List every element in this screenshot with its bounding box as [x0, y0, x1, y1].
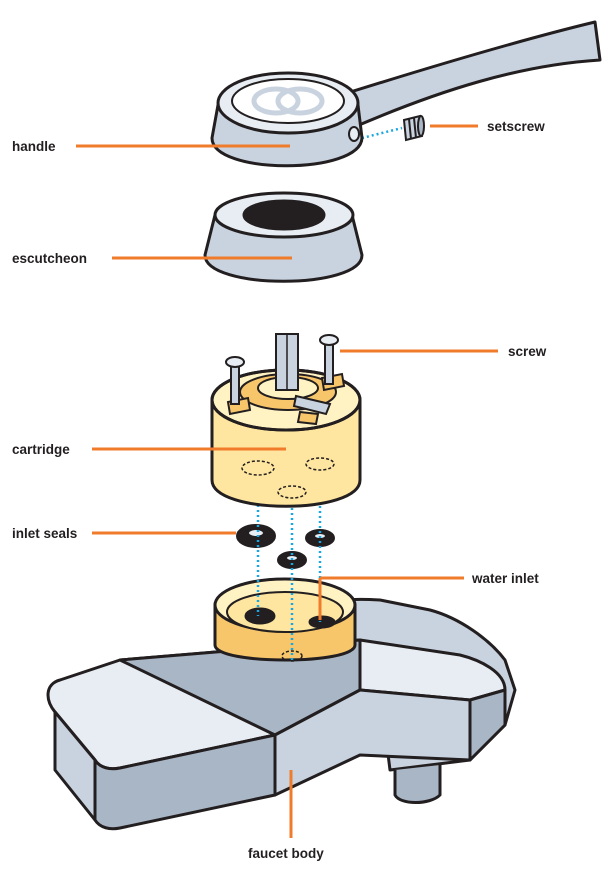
faucet-body-part — [46, 597, 517, 831]
inlet-seals-part — [236, 524, 335, 569]
setscrew-label: setscrew — [487, 119, 545, 134]
handle-part — [210, 20, 602, 168]
handle-label: handle — [12, 139, 56, 154]
inlet-seals-label: inlet seals — [12, 526, 77, 541]
water-inlet-label: water inlet — [471, 571, 539, 586]
screw-label: screw — [508, 344, 547, 359]
faucet-body-label: faucet body — [248, 846, 324, 861]
leader-lines — [76, 124, 498, 838]
cartridge-part — [210, 333, 362, 508]
setscrew-part — [402, 114, 425, 142]
escutcheon-label: escutcheon — [12, 251, 87, 266]
screw-part — [225, 334, 339, 405]
cartridge-base-ring — [213, 577, 357, 662]
cartridge-label: cartridge — [12, 442, 70, 457]
escutcheon-part — [203, 191, 364, 283]
hot-cold-symbol-icon — [251, 86, 325, 116]
